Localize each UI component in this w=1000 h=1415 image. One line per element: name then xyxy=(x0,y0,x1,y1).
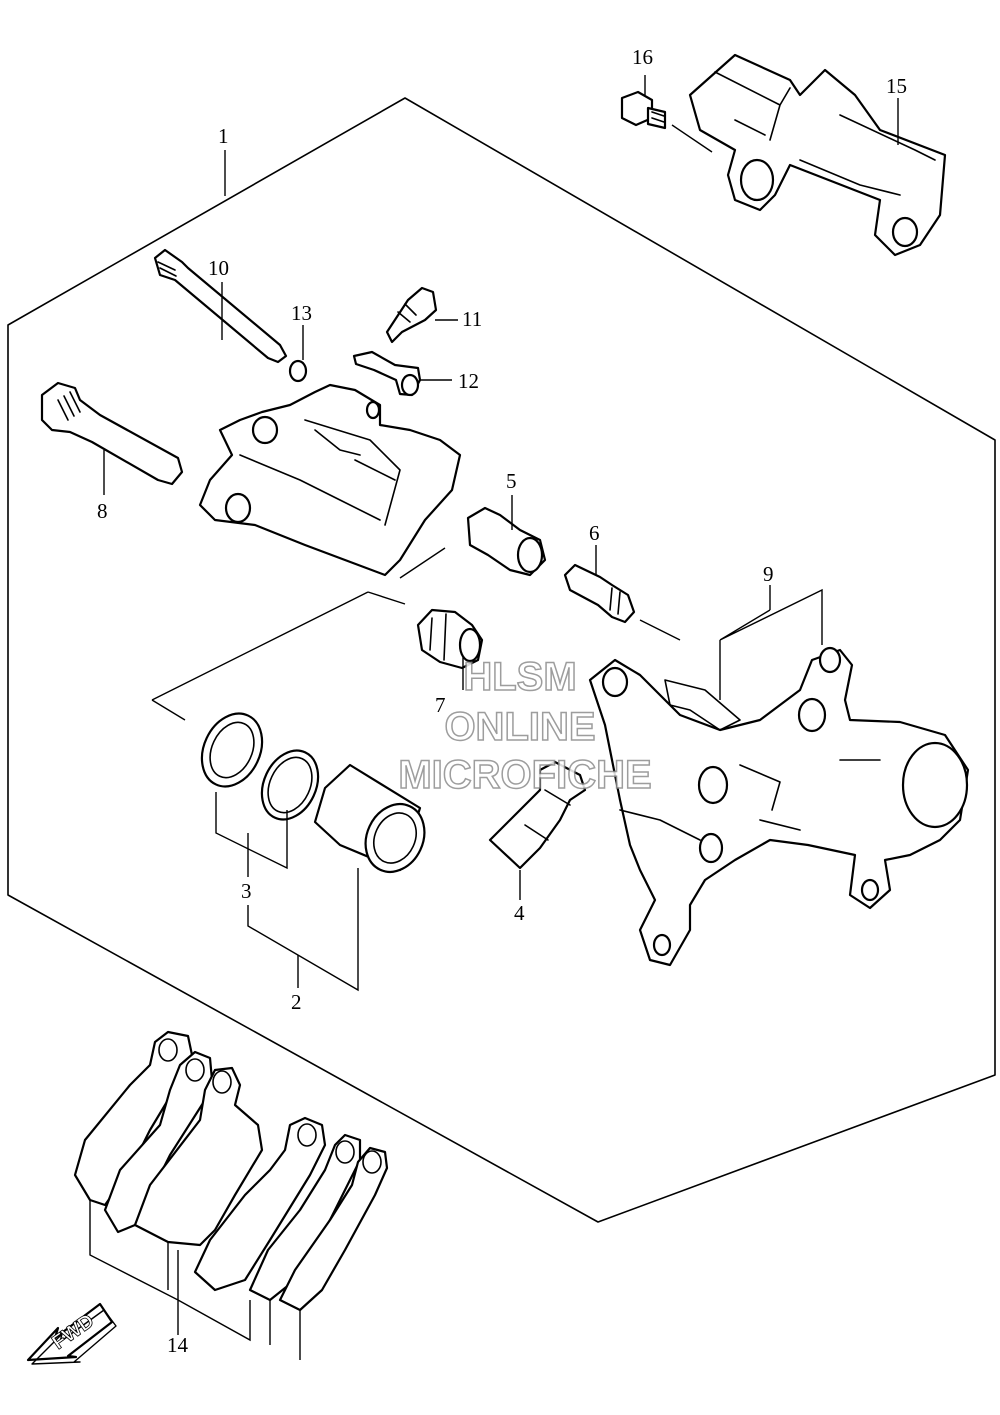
callout-11: 11 xyxy=(462,307,482,331)
callout-5: 5 xyxy=(506,469,517,493)
callout-8: 8 xyxy=(97,499,108,523)
callout-10: 10 xyxy=(208,256,229,280)
brake-pads-part-14 xyxy=(73,1030,389,1312)
callout-6: 6 xyxy=(589,521,600,545)
piston-seal-inner xyxy=(209,721,255,779)
bracket-part-15 xyxy=(688,53,947,257)
cap-part-12 xyxy=(352,350,422,397)
piston-seal-part-3a xyxy=(200,712,264,788)
callout-12: 12 xyxy=(458,369,479,393)
callout-3: 3 xyxy=(241,879,252,903)
callout-13: 13 xyxy=(291,301,312,325)
caliper-body xyxy=(198,383,462,577)
bleeder-screw-part-11 xyxy=(385,286,438,344)
fwd-arrow-icon: FWD xyxy=(26,1302,117,1365)
callout-15: 15 xyxy=(886,74,907,98)
callout-9: 9 xyxy=(763,562,774,586)
dust-seal-part-3b xyxy=(260,749,320,821)
dust-seal-inner xyxy=(267,756,313,814)
watermark-line-3: MICROFICHE xyxy=(398,753,651,797)
callout-1: 1 xyxy=(218,124,229,148)
piston xyxy=(313,763,426,873)
leader-lines xyxy=(89,75,899,1360)
boot-part-5 xyxy=(466,506,547,577)
callout-4: 4 xyxy=(514,901,525,925)
slide-pin-part-10 xyxy=(153,248,288,364)
slide-pin-part-8 xyxy=(40,381,184,486)
callout-2: 2 xyxy=(291,990,302,1014)
callout-16: 16 xyxy=(632,45,653,69)
o-ring-part-13 xyxy=(288,359,308,383)
boot-part-7 xyxy=(416,608,484,670)
pad-spring-part-4 xyxy=(488,760,587,870)
callout-7: 7 xyxy=(435,693,446,717)
assembly-outline xyxy=(7,97,996,1223)
watermark-line-1: HLSM xyxy=(463,655,576,699)
bolt-part-16 xyxy=(620,90,667,130)
caliper-bracket-part-9 xyxy=(588,646,970,967)
callout-14: 14 xyxy=(167,1333,189,1357)
pin-part-6 xyxy=(563,563,636,624)
watermark-line-2: ONLINE xyxy=(444,705,595,749)
